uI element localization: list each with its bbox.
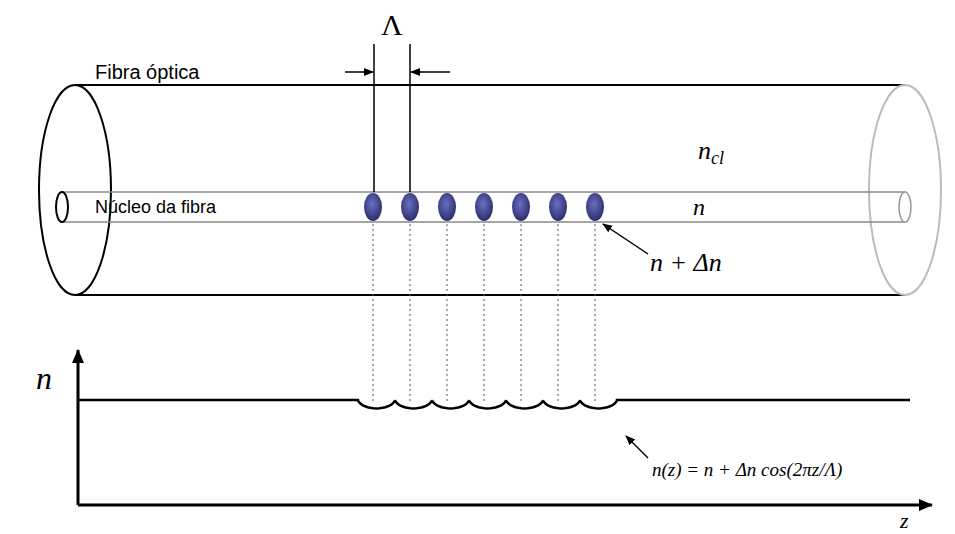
- grating-dot: [438, 193, 456, 221]
- index-profile: [78, 400, 910, 408]
- fiber-core: Núcleo da fibra n: [56, 192, 911, 222]
- projection-line: [595, 224, 596, 402]
- projection-line: [410, 224, 411, 402]
- core-end: [56, 192, 68, 222]
- period-arrow: [345, 71, 373, 73]
- period-tick: [409, 44, 411, 192]
- axis-label: z: [900, 510, 909, 532]
- fiber-outline: [75, 84, 905, 86]
- core-outline: [62, 221, 905, 223]
- core-outline: [62, 191, 905, 193]
- grating-dot: [364, 193, 382, 221]
- index-change-label: n + Δn: [650, 250, 722, 276]
- leader-line: [626, 436, 648, 458]
- period-label: Λ: [381, 10, 403, 40]
- profile-formula: n(z) = n + Δn cos(2πz/Λ): [652, 460, 842, 479]
- fiber-end: [869, 85, 941, 295]
- optical-fiber: Fibra ópticanclNúcleo da fibran: [40, 85, 940, 295]
- fiber-outline: [75, 294, 905, 296]
- grating-dot: [549, 193, 567, 221]
- projection-line: [447, 224, 448, 402]
- projection-line: [558, 224, 559, 402]
- projection-line: [373, 224, 374, 402]
- core-end: [899, 192, 911, 222]
- axis-z: [78, 504, 932, 507]
- axis-label: n: [36, 362, 52, 394]
- core-label: Núcleo da fibra: [95, 198, 216, 216]
- axis-n: [77, 350, 80, 505]
- grating-dot: [586, 193, 604, 221]
- leader-line: [603, 224, 648, 254]
- fiber-label: Fibra óptica: [95, 62, 200, 82]
- fiber-end: [39, 85, 111, 295]
- period-tick: [373, 44, 375, 192]
- grating-dot: [475, 193, 493, 221]
- core-index: n: [693, 195, 705, 219]
- period-arrow: [411, 71, 450, 73]
- projection-line: [484, 224, 485, 402]
- grating-dot: [401, 193, 419, 221]
- cladding-index: ncl: [698, 138, 724, 168]
- grating-dot: [512, 193, 530, 221]
- projection-line: [521, 224, 522, 402]
